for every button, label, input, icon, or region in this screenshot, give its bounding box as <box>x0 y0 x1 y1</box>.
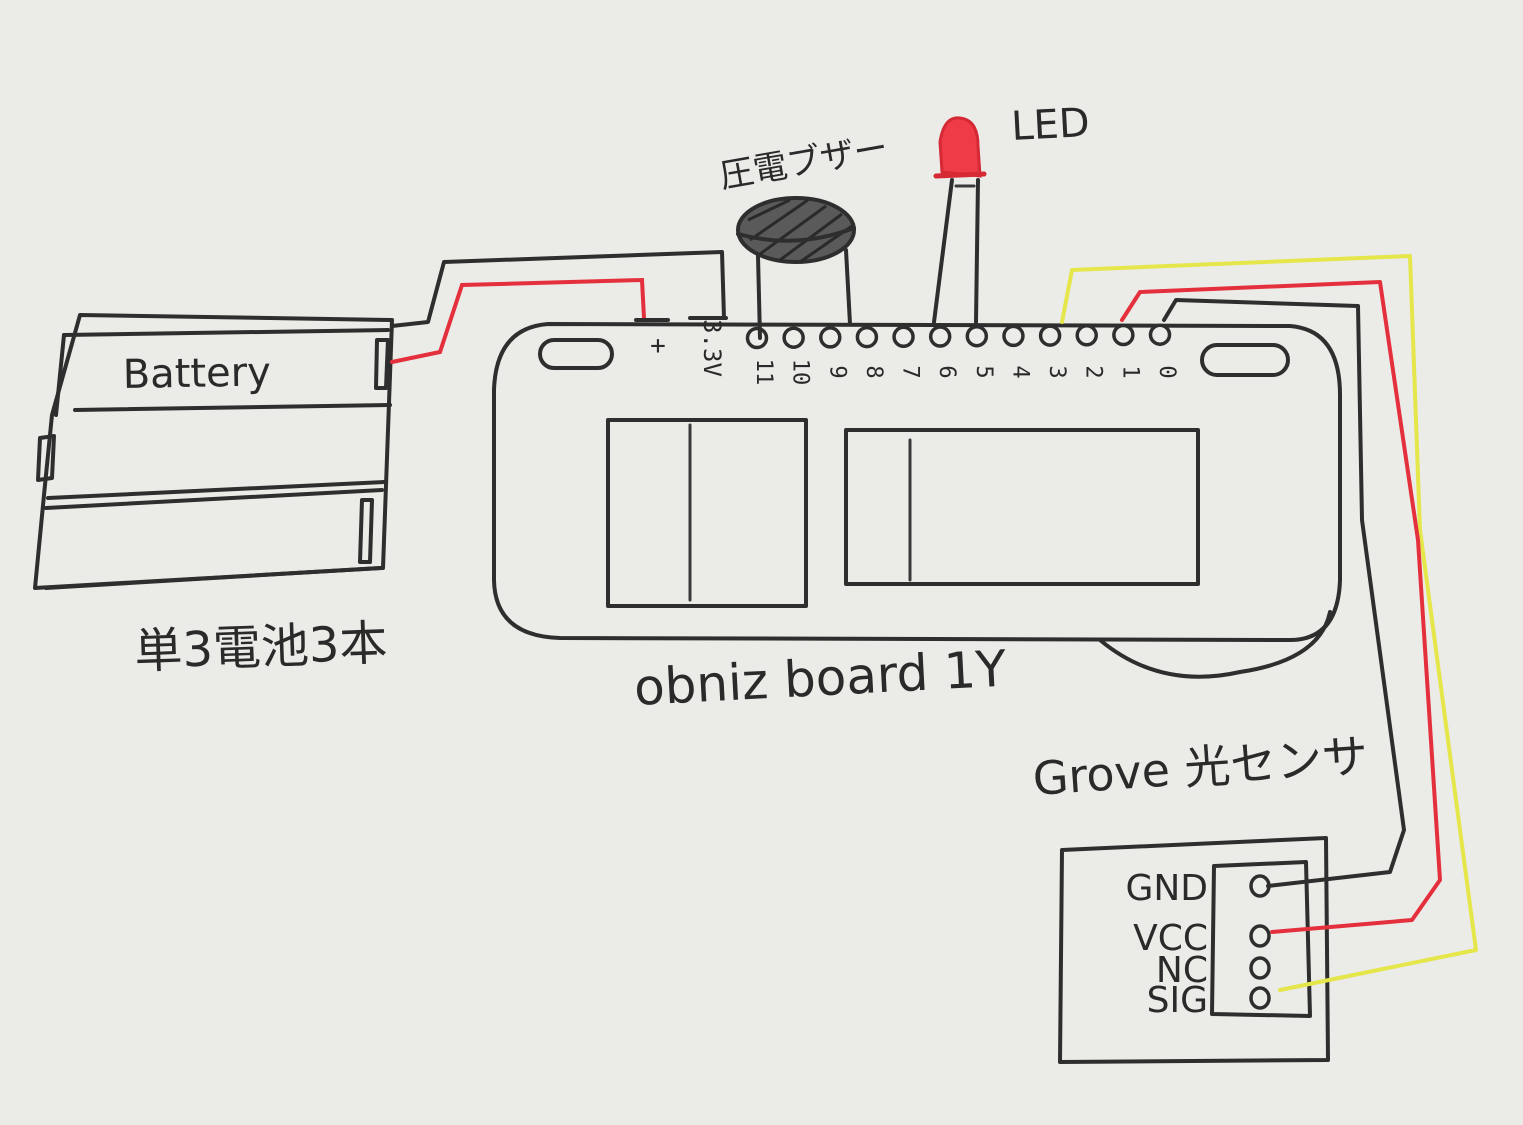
io-pin-number-4: 4 <box>1007 365 1032 378</box>
board-outline <box>492 322 1342 642</box>
battery-holder: Battery 単3電池3本 <box>33 313 394 680</box>
led: LED <box>932 100 1091 324</box>
io-pin-number-10: 10 <box>788 359 813 386</box>
battery-negative-wire <box>390 250 726 328</box>
v33-pin-label: 3.3V <box>698 319 726 377</box>
io-pin-0 <box>1148 323 1172 346</box>
io-pin-number-11: 11 <box>751 359 776 386</box>
sensor-pin-label-sig: SIG <box>1147 980 1208 1021</box>
led-body <box>938 116 982 178</box>
io-pin-number-8: 8 <box>861 365 886 378</box>
sensor-board <box>1058 836 1330 1064</box>
io-pin-number-0: 0 <box>1154 365 1179 378</box>
io-pin-number-1: 1 <box>1117 365 1142 378</box>
sensor-pin-hole-sig <box>1249 986 1271 1010</box>
io-pin-number-9: 9 <box>824 365 849 378</box>
right-panel <box>844 428 1200 586</box>
buzzer-label: 圧電ブザー <box>717 128 891 197</box>
battery-positive-wire <box>390 277 646 364</box>
left-mount-hole <box>538 338 614 370</box>
io-pin-number-3: 3 <box>1044 365 1069 378</box>
sensor-vcc-wire <box>1120 280 1442 934</box>
sensor-pin-label-vcc: VCC <box>1133 918 1208 959</box>
sensor-title: Grove 光センサ <box>1031 729 1370 806</box>
plus-pin-label: + <box>650 331 666 361</box>
led-label: LED <box>1010 100 1091 150</box>
sensor-gnd-wire <box>1162 298 1406 888</box>
io-pin-9 <box>819 326 842 349</box>
sensor-pin-label-gnd: GND <box>1125 868 1208 909</box>
led-lead-1 <box>932 178 954 324</box>
io-pin-2 <box>1075 324 1098 347</box>
io-pin-number-2: 2 <box>1081 365 1106 378</box>
buzzer-lead-1 <box>756 254 762 340</box>
io-pin-number-5: 5 <box>971 365 996 378</box>
left-panel <box>606 418 808 608</box>
io-pin-4 <box>1002 324 1025 348</box>
sensor-pin-hole-nc <box>1249 956 1271 980</box>
battery-caption: 単3電池3本 <box>133 615 388 680</box>
board-caption: obniz board 1Y <box>633 640 1009 717</box>
io-pin-8 <box>855 325 879 349</box>
sensor-signal-wire <box>1060 254 1478 992</box>
io-pin-row <box>745 323 1172 350</box>
right-mount-hole <box>1200 343 1290 377</box>
io-pin-10 <box>782 326 805 349</box>
battery-wires <box>390 250 726 364</box>
led-lead-2 <box>974 178 980 324</box>
io-pin-3 <box>1038 324 1062 347</box>
io-pin-7 <box>892 325 915 349</box>
sensor-wires <box>1060 254 1478 992</box>
io-pin-1 <box>1112 323 1135 347</box>
sensor-connector <box>1210 860 1312 1018</box>
piezo-buzzer: 圧電ブザー <box>717 128 891 340</box>
io-pin-number-6: 6 <box>934 365 959 378</box>
buzzer-lead-2 <box>844 248 852 326</box>
io-pin-5 <box>965 324 989 348</box>
io-pin-11 <box>745 326 769 350</box>
sensor-pin-label-nc: NC <box>1156 950 1208 991</box>
sensor-pin-hole-vcc <box>1249 924 1271 948</box>
io-pin-6 <box>928 325 952 348</box>
io-pin-number-7: 7 <box>898 365 923 378</box>
battery-label: Battery <box>122 349 271 398</box>
